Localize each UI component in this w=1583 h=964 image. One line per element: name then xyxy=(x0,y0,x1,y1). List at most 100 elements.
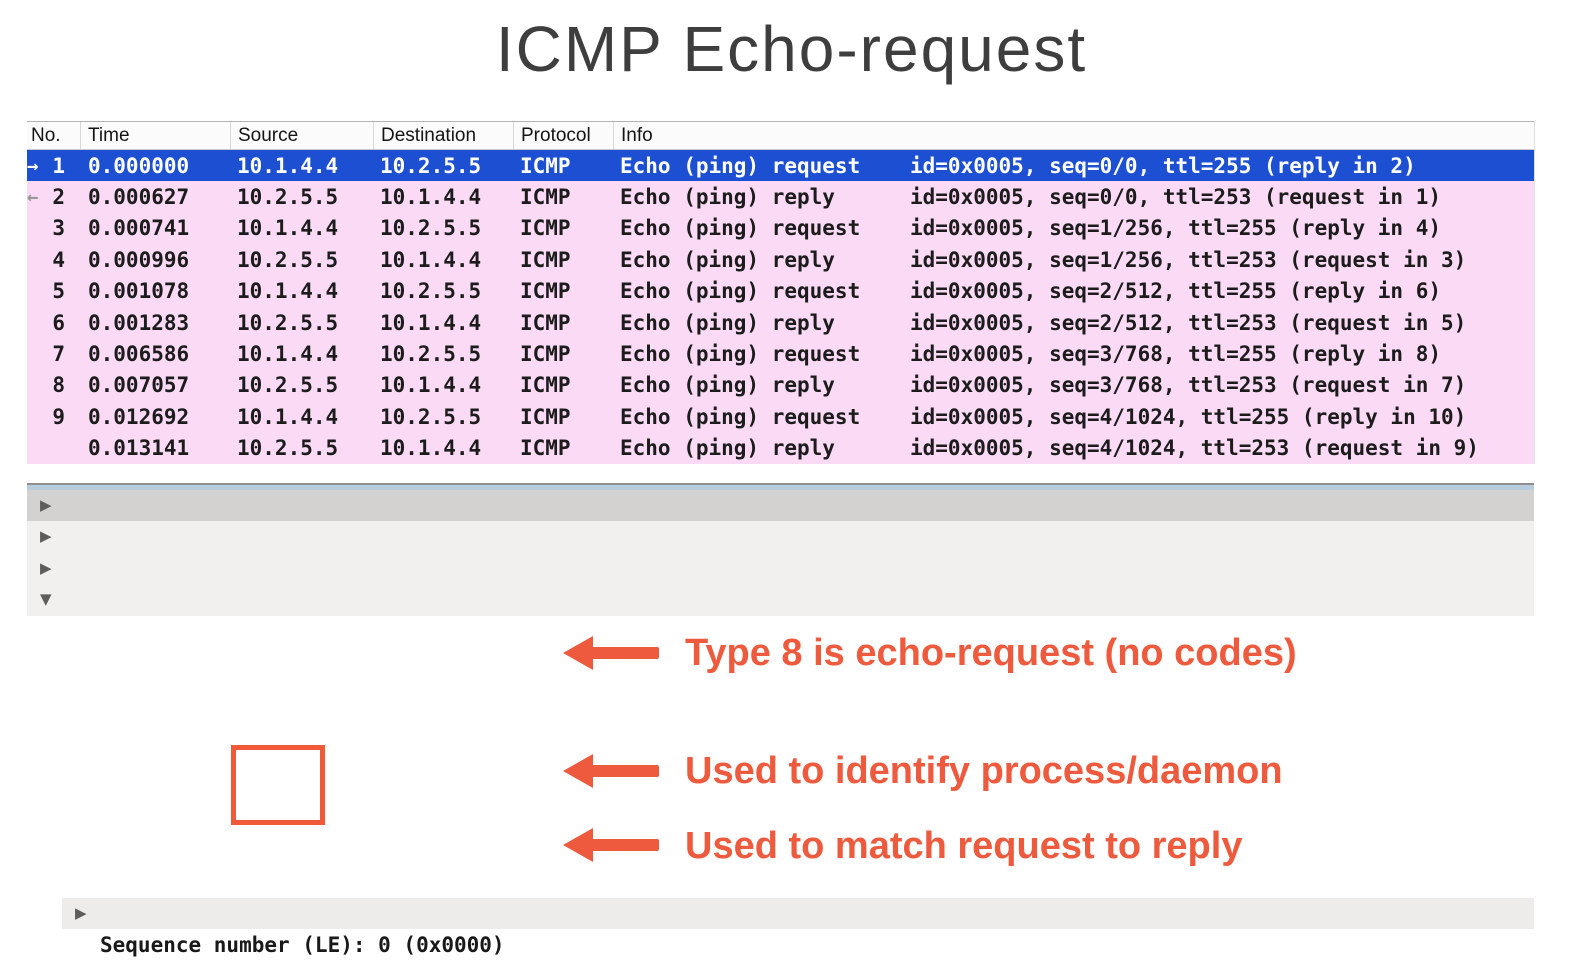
annotation-type8: Type 8 is echo-request (no codes) xyxy=(685,632,1297,674)
packet-protocol: ICMP xyxy=(520,185,571,210)
expand-triangle-icon[interactable]: ▶ xyxy=(40,527,52,546)
column-header-no[interactable]: No. xyxy=(31,124,61,146)
packet-time: 0.013141 xyxy=(88,436,190,461)
packet-destination: 10.1.4.4 xyxy=(380,247,482,272)
packet-destination: 10.2.5.5 xyxy=(380,153,482,178)
detail-row[interactable]: ▼ Internet Control Message Protocol xyxy=(27,584,1534,705)
column-header-destination[interactable]: Destination xyxy=(373,122,513,149)
packet-no-cell: ← 2 xyxy=(27,181,68,212)
packet-protocol: ICMP xyxy=(520,404,571,429)
packet-number: 8 xyxy=(52,373,65,398)
expand-triangle-icon[interactable]: ▶ xyxy=(75,904,87,923)
packet-row[interactable]: 9 0.012692 10.1.4.4 10.2.5.5 ICMP Echo (… xyxy=(27,401,1534,433)
packet-time: 0.000996 xyxy=(88,247,190,272)
packet-source: 10.1.4.4 xyxy=(237,279,339,304)
packet-protocol: ICMP xyxy=(520,310,571,335)
packet-protocol: ICMP xyxy=(520,342,571,367)
detail-row[interactable]: Sequence number (LE): 0 (0x0000) xyxy=(27,835,1534,957)
left-arrow-icon xyxy=(563,828,659,862)
column-header-info[interactable]: Info xyxy=(613,122,1534,149)
packet-source: 10.1.4.4 xyxy=(237,342,339,367)
packet-row[interactable]: 6 0.001283 10.2.5.5 10.1.4.4 ICMP Echo (… xyxy=(27,306,1534,339)
packet-info-type: Echo (ping) reply xyxy=(620,185,835,210)
packet-info-type: Echo (ping) request xyxy=(620,279,861,304)
packet-info-detail: id=0x0005, seq=2/512, ttl=255 (reply in … xyxy=(910,279,1442,304)
packet-no-cell: 7 xyxy=(27,338,68,369)
packet-info-type: Echo (ping) request xyxy=(620,153,861,178)
packet-time: 0.000000 xyxy=(88,153,190,178)
packet-number: 2 xyxy=(52,185,65,210)
packet-info-type: Echo (ping) request xyxy=(620,216,861,241)
packet-destination: 10.1.4.4 xyxy=(380,310,482,335)
left-arrow-icon xyxy=(563,636,659,670)
detail-row[interactable]: ▶ Frame 1: 114 bytes on wire (912 bits),… xyxy=(27,490,1534,611)
detail-row-text: Sequence number (LE): 0 (0x0000) xyxy=(100,932,505,957)
direction-arrow-icon: ← xyxy=(27,186,39,209)
packet-row[interactable]: 7 0.006586 10.1.4.4 10.2.5.5 ICMP Echo (… xyxy=(27,338,1534,370)
packet-row[interactable]: 0.013141 10.2.5.5 10.1.4.4 ICMP Echo (pi… xyxy=(27,432,1534,464)
detail-row[interactable]: ▶ Ethernet II, Src: 00:00:a6:16:00:04, D… xyxy=(27,521,1534,643)
packet-info-detail: id=0x0005, seq=0/0, ttl=253 (request in … xyxy=(910,185,1442,210)
packet-destination: 10.2.5.5 xyxy=(380,342,482,367)
arrow-tail xyxy=(587,839,659,851)
packet-info-type: Echo (ping) reply xyxy=(620,247,835,272)
packet-number: 1 xyxy=(52,153,65,178)
packet-info-type: Echo (ping) reply xyxy=(620,310,835,335)
packet-info-detail: id=0x0005, seq=1/256, ttl=253 (request i… xyxy=(910,247,1467,272)
packet-destination: 10.2.5.5 xyxy=(380,279,482,304)
packet-info-detail: id=0x0005, seq=1/256, ttl=255 (reply in … xyxy=(910,216,1442,241)
expand-triangle-icon[interactable]: ▶ xyxy=(40,496,52,514)
packet-time: 0.001283 xyxy=(88,310,190,335)
packet-number: 4 xyxy=(52,247,65,272)
packet-protocol: ICMP xyxy=(520,153,571,178)
packet-no-cell: → 1 xyxy=(27,150,68,181)
column-header-protocol[interactable]: Protocol xyxy=(513,122,613,149)
pane-splitter[interactable] xyxy=(27,483,1534,490)
detail-row[interactable]: Checksum: 0xe180 [correct] xyxy=(27,678,1534,800)
packet-destination: 10.1.4.4 xyxy=(380,373,482,398)
packet-row[interactable]: 8 0.007057 10.2.5.5 10.1.4.4 ICMP Echo (… xyxy=(27,369,1534,402)
packet-protocol: ICMP xyxy=(520,216,571,241)
detail-pane-body: ▶ Frame 1: 114 bytes on wire (912 bits),… xyxy=(27,490,1534,964)
packet-protocol: ICMP xyxy=(520,279,571,304)
packet-protocol: ICMP xyxy=(520,247,571,272)
packet-source: 10.1.4.4 xyxy=(237,404,339,429)
packet-row[interactable]: → 1 0.000000 10.1.4.4 10.2.5.5 ICMP Echo… xyxy=(27,150,1534,182)
packet-row[interactable]: 5 0.001078 10.1.4.4 10.2.5.5 ICMP Echo (… xyxy=(27,275,1534,307)
packet-row[interactable]: 4 0.000996 10.2.5.5 10.1.4.4 ICMP Echo (… xyxy=(27,244,1534,276)
direction-arrow-icon: → xyxy=(27,154,39,177)
packet-time: 0.007057 xyxy=(88,373,190,398)
packet-no-cell: 6 xyxy=(27,307,68,338)
annotation-identifier: Used to identify process/daemon xyxy=(685,750,1283,792)
packet-number: 5 xyxy=(52,279,65,304)
detail-row[interactable]: ▶ Internet Protocol Version 4, Src: 10.1… xyxy=(27,552,1534,674)
packet-number: 3 xyxy=(52,216,65,241)
packet-destination: 10.1.4.4 xyxy=(380,185,482,210)
packet-info-detail: id=0x0005, seq=0/0, ttl=255 (reply in 2) xyxy=(910,153,1416,178)
column-header-time[interactable]: Time xyxy=(80,122,230,149)
packet-source: 10.1.4.4 xyxy=(237,216,339,241)
column-header-source[interactable]: Source xyxy=(230,122,373,149)
packet-row[interactable]: 3 0.000741 10.1.4.4 10.2.5.5 ICMP Echo (… xyxy=(27,212,1534,245)
packet-row[interactable]: ← 2 0.000627 10.2.5.5 10.1.4.4 ICMP Echo… xyxy=(27,181,1534,213)
detail-row[interactable]: [Response frame: 2] xyxy=(27,866,1534,964)
packet-time: 0.001078 xyxy=(88,279,190,304)
packet-no-cell: 3 xyxy=(27,213,68,244)
packet-time: 0.000741 xyxy=(88,216,190,241)
packet-no-cell: 9 xyxy=(27,401,68,432)
packet-destination: 10.1.4.4 xyxy=(380,436,482,461)
expand-triangle-icon[interactable]: ▼ xyxy=(40,590,52,609)
packet-number: 6 xyxy=(52,310,65,335)
packet-no-cell xyxy=(27,433,68,464)
detail-row[interactable]: [Checksum Status: Good] xyxy=(27,709,1534,831)
expand-triangle-icon[interactable]: ▶ xyxy=(40,558,52,577)
packet-info-detail: id=0x0005, seq=3/768, ttl=255 (reply in … xyxy=(910,342,1442,367)
packet-protocol: ICMP xyxy=(520,373,571,398)
detail-row[interactable]: ▶ Data (72 bytes) xyxy=(27,898,1534,930)
packet-source: 10.2.5.5 xyxy=(237,373,339,398)
annotation-sequence: Used to match request to reply xyxy=(685,825,1243,867)
packet-info-detail: id=0x0005, seq=3/768, ttl=253 (request i… xyxy=(910,373,1467,398)
packet-list-body: → 1 0.000000 10.1.4.4 10.2.5.5 ICMP Echo… xyxy=(27,150,1534,464)
packet-list-header: No. Time Source Destination Protocol Inf… xyxy=(27,121,1534,150)
packet-no-cell: 4 xyxy=(27,244,68,275)
